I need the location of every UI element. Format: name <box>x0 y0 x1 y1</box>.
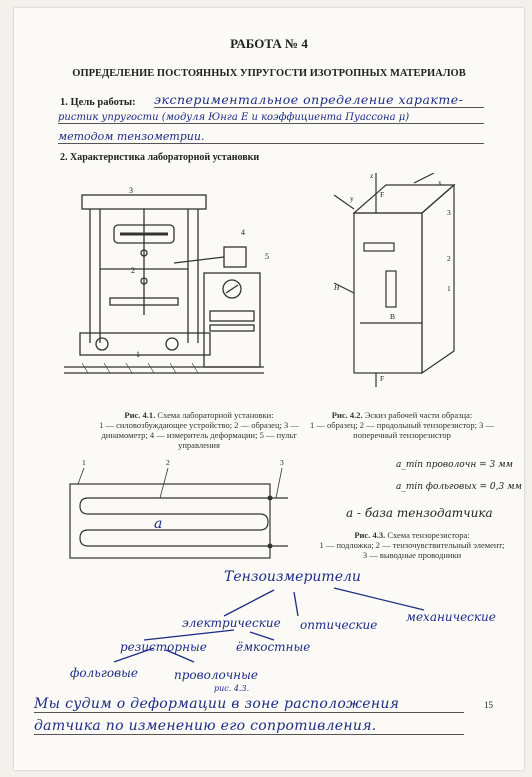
fig2-label-F-bottom: F <box>380 374 385 383</box>
fig2-label-F-top: F <box>380 190 385 199</box>
fig2-label-x: x <box>438 178 442 187</box>
fig1-caption: Рис. 4.1. Схема лабораторной установки: … <box>89 410 309 450</box>
note-amin-wire: a_min проволочн = 3 мм <box>396 460 514 470</box>
fig1-label-2: 2 <box>131 266 135 275</box>
classification-tree-lines <box>113 587 425 663</box>
fig3-label-a: a <box>154 516 163 532</box>
fig3-caption-line3: 3 — выводные проводники <box>362 550 462 560</box>
goal-label: 1. Цель работы: <box>60 97 136 108</box>
fig2-label-z: z <box>370 171 374 180</box>
fig2-label-1: 1 <box>447 284 451 293</box>
fig1-label-3: 3 <box>129 186 133 195</box>
fig2-caption: Рис. 4.2. Эскиз рабочей части образца: 1… <box>302 410 502 440</box>
fig2-caption-title: Рис. 4.2. <box>331 410 363 420</box>
goal-text-line2: ристик упругости (модуля Юнга E и коэффи… <box>58 112 484 124</box>
fig1-label-4: 4 <box>241 228 245 237</box>
fig1-label-1: 1 <box>136 350 140 359</box>
fig2-label-H: H <box>334 283 340 292</box>
tree-electrical: электрические <box>182 616 281 630</box>
fig3-label-1: 1 <box>82 458 86 467</box>
fig3-caption-line2: 1 — подложка; 2 — тензочувствительный эл… <box>319 540 505 550</box>
fig3-caption-text: Схема тензорезистора: <box>387 530 470 540</box>
note-base: a - база тензодатчика <box>346 506 493 520</box>
lab-setup-diagram <box>64 194 264 374</box>
fig2-caption-line2: 1 — образец; 2 — продольный тензорезисто… <box>310 420 494 430</box>
fig1-caption-line2: 1 — силовозбуждающее устройство; 2 — обр… <box>99 420 299 430</box>
specimen-sketch <box>333 173 456 387</box>
fig3-label-3: 3 <box>280 458 284 467</box>
fig3-caption: Рис. 4.3. Схема тензорезистора: 1 — подл… <box>312 530 512 560</box>
goal-text-line1: экспериментальное определение характе- <box>154 92 484 108</box>
fig2-label-B: B <box>390 312 396 321</box>
document-page: РАБОТА № 4 ОПРЕДЕЛЕНИЕ ПОСТОЯННЫХ УПРУГО… <box>14 8 524 770</box>
fig2-caption-line3: поперечный тензорезистор <box>353 430 451 440</box>
tree-root: Тензоизмерители <box>224 569 361 585</box>
fig1-caption-title: Рис. 4.1. <box>124 410 156 420</box>
fig3-label-2: 2 <box>166 458 170 467</box>
conclusion-line1: Мы судим о деформации в зоне расположени… <box>34 696 464 713</box>
tree-optical: оптические <box>300 618 378 632</box>
fig2-label-2: 2 <box>447 254 451 263</box>
tree-capacitive: ёмкостные <box>236 640 311 654</box>
fig2-label-3: 3 <box>447 208 451 217</box>
fig3-caption-title: Рис. 4.3. <box>354 530 386 540</box>
page-number: 15 <box>484 700 493 710</box>
section2-heading: 2. Характеристика лабораторной установки <box>60 152 260 163</box>
fig2-caption-text: Эскиз рабочей части образца: <box>364 410 473 420</box>
tree-wire-note: рис. 4.3. <box>214 684 250 693</box>
work-number: РАБОТА № 4 <box>230 36 308 51</box>
note-amin-foil: a_min фольговых = 0,3 мм <box>396 482 522 492</box>
tree-mechanical: механические <box>406 610 496 624</box>
work-title: ОПРЕДЕЛЕНИЕ ПОСТОЯННЫХ УПРУГОСТИ ИЗОТРОП… <box>72 68 466 79</box>
fig1-caption-line4: управления <box>178 440 220 450</box>
tree-wire: проволочные <box>174 668 258 682</box>
strain-gauge-diagram <box>69 468 288 559</box>
fig1-label-5: 5 <box>265 252 269 261</box>
fig2-label-y: y <box>350 194 354 203</box>
tree-foil: фольговые <box>70 666 138 680</box>
conclusion-line2: датчика по изменению его сопротивления. <box>34 718 464 735</box>
fig1-caption-text: Схема лабораторной установки: <box>157 410 274 420</box>
tree-resistive: резисторные <box>120 640 207 654</box>
goal-text-line3: методом тензометрии. <box>58 130 484 144</box>
fig1-caption-line3: динамометр; 4 — измеритель деформации; 5… <box>101 430 297 440</box>
